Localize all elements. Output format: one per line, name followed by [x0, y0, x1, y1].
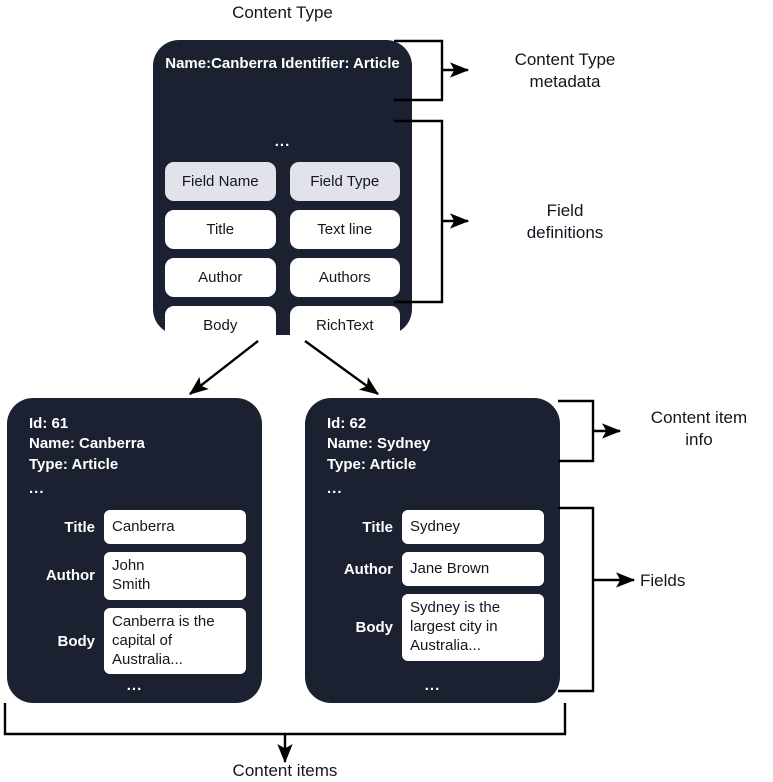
field-value: Canberra is the capital of Australia... — [104, 607, 246, 675]
field-name-cell: Body — [165, 306, 276, 345]
field-value: Jane Brown — [402, 552, 544, 586]
table-row: Author Authors — [165, 258, 400, 297]
content-type-card: Name:Canberra Identifier: Article ... Fi… — [153, 40, 412, 370]
content-type-fields-ellipsis: ... — [274, 353, 291, 370]
content-item-field-row: Author Jane Brown — [321, 552, 544, 586]
field-label: Title — [362, 518, 393, 536]
table-row: Body RichText — [165, 306, 400, 345]
field-type-cell: Authors — [289, 258, 400, 297]
field-definitions-table: Field Name Field Type Title Text line Au… — [165, 162, 400, 345]
content-type-metadata-text: Name:Canberra Identifier: Article — [165, 55, 400, 72]
field-label: Author — [343, 560, 393, 578]
content-item-fields: Title Canberra Author John Smith Body Ca… — [23, 510, 246, 675]
bracket-content-item-fields — [558, 506, 636, 693]
field-value: John Smith — [104, 552, 246, 600]
annotation-content-type-metadata: Content Type metadata — [514, 50, 616, 92]
content-item-info-text: Id: 61 Name: Canberra Type: Article — [29, 415, 145, 473]
content-item-info-ellipsis: ... — [327, 480, 343, 497]
field-name-cell: Author — [165, 258, 276, 297]
content-item-field-row: Author John Smith — [23, 552, 246, 600]
annotation-field-definitions: Field definitions — [526, 201, 604, 243]
bracket-content-items — [3, 703, 567, 764]
content-item-card: Id: 61 Name: Canberra Type: Article ... … — [7, 398, 262, 703]
field-value: Sydney — [402, 510, 544, 544]
content-item-field-row: Body Sydney is the largest city in Austr… — [321, 594, 544, 661]
field-type-cell: Text line — [289, 210, 400, 249]
content-item-fields-ellipsis: ... — [424, 677, 441, 694]
content-item-card: Id: 62 Name: Sydney Type: Article ... Ti… — [305, 398, 560, 703]
field-value: Sydney is the largest city in Australia.… — [402, 594, 544, 661]
annotation-content-item-info: Content item info — [650, 408, 748, 450]
bottom-caption: Content items — [232, 761, 338, 780]
content-item-info-text: Id: 62 Name: Sydney Type: Article — [327, 415, 431, 473]
field-label: Title — [64, 518, 95, 536]
field-value: Canberra — [104, 510, 246, 544]
column-header-field-type: Field Type — [289, 162, 400, 201]
diagram-title: Content Type — [232, 3, 333, 22]
field-label: Body — [57, 632, 96, 650]
content-item-field-row: Title Canberra — [23, 510, 246, 544]
annotation-fields: Fields — [640, 571, 686, 590]
field-label: Author — [45, 567, 95, 585]
content-type-metadata-ellipsis: ... — [274, 133, 291, 150]
content-item-fields-ellipsis: ... — [126, 677, 143, 694]
field-label: Body — [355, 618, 394, 636]
table-header-row: Field Name Field Type — [165, 162, 400, 201]
content-item-field-row: Body Canberra is the capital of Australi… — [23, 607, 246, 675]
content-item-info-ellipsis: ... — [29, 480, 45, 497]
content-item-fields: Title Sydney Author Jane Brown Body Sydn… — [321, 510, 544, 661]
content-item-field-row: Title Sydney — [321, 510, 544, 544]
column-header-field-name: Field Name — [165, 162, 276, 201]
table-row: Title Text line — [165, 210, 400, 249]
field-name-cell: Title — [165, 210, 276, 249]
field-type-cell: RichText — [289, 306, 400, 345]
bracket-content-item-info — [558, 399, 622, 463]
